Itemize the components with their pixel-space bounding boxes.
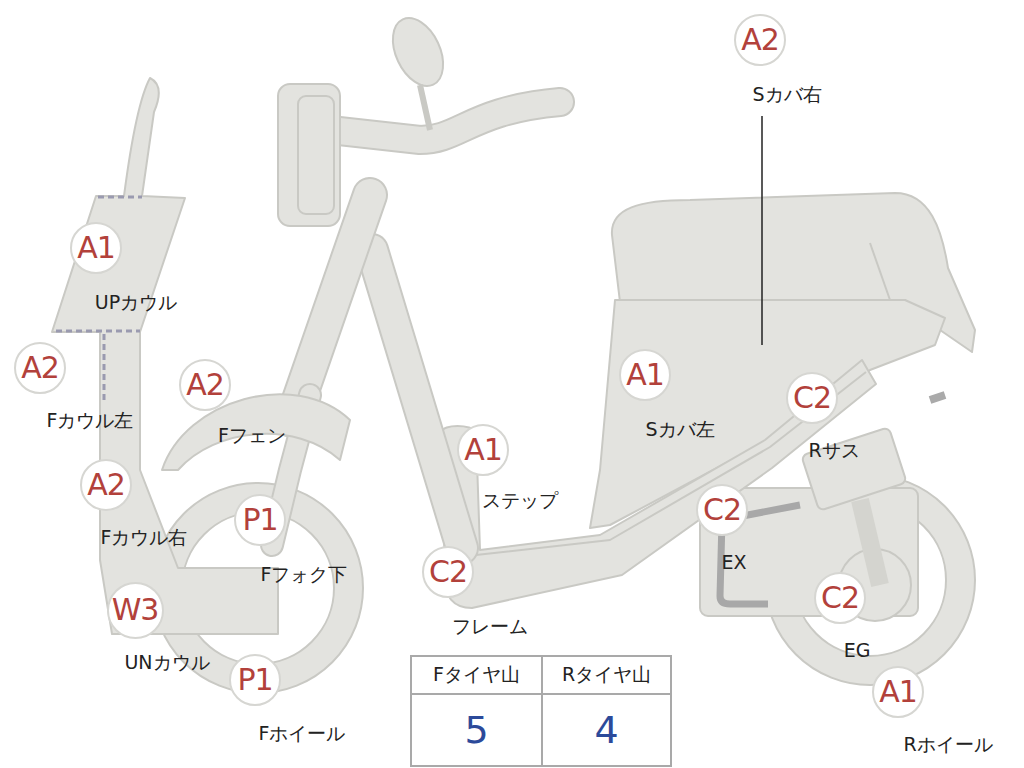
handlebar — [330, 102, 560, 140]
callout-circle: C2EG — [814, 572, 866, 624]
part-name: Fカウル右 — [101, 527, 188, 548]
callout-circle: A2Sカバ右 — [734, 14, 786, 66]
damage-code: A2 — [186, 370, 224, 400]
table-value: 5 — [464, 708, 488, 752]
damage-code: A1 — [464, 435, 502, 465]
damage-code: A1 — [77, 233, 115, 263]
callout-circle: A1UPカウル — [70, 222, 122, 274]
table-cell: Fタイヤ山 — [412, 657, 541, 695]
callout-circle: A2Fカウル右 — [80, 459, 132, 511]
callout-circle: C2Rサス — [786, 372, 838, 424]
damage-code: W3 — [112, 595, 159, 625]
table-cell: Rタイヤ山 — [541, 657, 670, 695]
down-tube — [372, 250, 462, 548]
rear-suspension-rod — [860, 500, 880, 585]
callout-circle: A1ステップ — [457, 424, 509, 476]
damage-code: A1 — [626, 360, 664, 390]
part-name: Fカウル左 — [47, 410, 134, 431]
part-name: EG — [844, 640, 871, 661]
front-cowl — [52, 78, 278, 634]
part-name: ステップ — [482, 490, 558, 511]
axle-bolt — [930, 395, 945, 400]
seat-seam — [870, 243, 890, 300]
cowl-split-line — [103, 334, 106, 400]
part-name: UNカウル — [124, 652, 209, 673]
table-cell: 5 — [412, 695, 541, 765]
cowl-split-line — [98, 196, 142, 199]
callout-circle: P1Fホイール — [229, 654, 281, 706]
damage-code: P1 — [237, 665, 272, 695]
part-name: Rホイール — [903, 734, 992, 755]
headlight — [298, 96, 334, 214]
table-cell: 4 — [541, 695, 670, 765]
down-tube-edge — [372, 250, 462, 548]
callout-circle: C2EX — [696, 484, 748, 536]
damage-code: A1 — [879, 677, 917, 707]
part-name: Fフェン — [218, 425, 286, 446]
headlight-housing — [278, 84, 340, 226]
part-name: Rサス — [808, 440, 859, 461]
handlebar-edge — [330, 102, 560, 140]
rear-suspension — [801, 427, 906, 511]
callout-circle: A2Fカウル左 — [14, 342, 66, 394]
damage-code: A2 — [87, 470, 125, 500]
part-name: UPカウル — [95, 292, 177, 313]
table-header: Rタイヤ山 — [562, 662, 651, 688]
callout-circle: P1Fフォク下 — [234, 494, 286, 546]
damage-code: A2 — [21, 353, 59, 383]
damage-code: C2 — [703, 495, 741, 525]
part-name: Fフォク下 — [261, 564, 348, 585]
damage-code: A2 — [741, 25, 779, 55]
callout-circle: A1Sカバ左 — [619, 349, 671, 401]
mirror-stem — [420, 85, 430, 130]
part-name: Fホイール — [259, 723, 346, 744]
leader-line — [761, 116, 763, 345]
mirror — [383, 10, 453, 94]
callout-circle: C2フレーム — [422, 546, 474, 598]
part-name: Sカバ左 — [645, 419, 714, 440]
frame-floor — [442, 360, 876, 608]
callout-circle: W3UNカウル — [107, 582, 164, 639]
callout-circle: A1Rホイール — [872, 666, 924, 718]
frame-line — [476, 372, 866, 555]
part-name: Sカバ右 — [752, 84, 821, 105]
damage-code: C2 — [429, 557, 467, 587]
damage-code: P1 — [242, 505, 277, 535]
table-value: 4 — [594, 708, 618, 752]
damage-code: C2 — [793, 383, 831, 413]
tire-table: Fタイヤ山 Rタイヤ山 5 4 — [410, 655, 672, 767]
damage-code: C2 — [821, 583, 859, 613]
callout-circle: A2Fフェン — [179, 359, 231, 411]
cowl-split-line — [56, 330, 140, 333]
part-name: フレーム — [452, 616, 528, 637]
table-header: Fタイヤ山 — [433, 662, 520, 688]
part-name: EX — [721, 552, 746, 573]
